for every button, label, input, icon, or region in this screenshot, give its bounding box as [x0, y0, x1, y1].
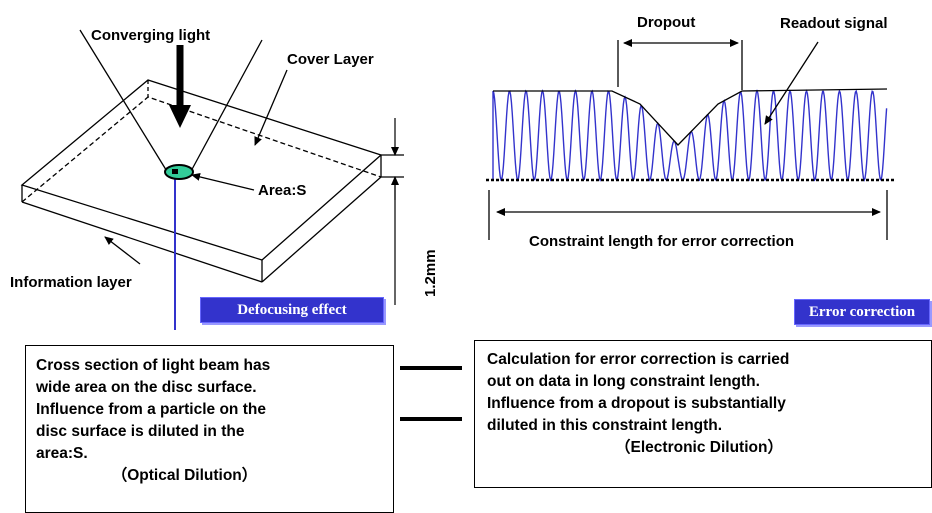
- disc-slab: [20, 79, 383, 283]
- error-correction-badge: Error correction: [794, 299, 930, 325]
- information-layer-label: Information layer: [10, 274, 132, 291]
- electronic-dilution-box: Calculation for error correction is carr…: [474, 340, 932, 488]
- readout-signal-pointer: [764, 41, 819, 125]
- electronic-dilution-line: Calculation for error correction is carr…: [487, 351, 790, 368]
- optical-dilution-line: Influence from a particle on the: [36, 401, 266, 418]
- electronic-dilution-line: Influence from a dropout is substantiall…: [487, 395, 786, 412]
- optical-dilution-line: wide area on the disc surface.: [36, 379, 257, 396]
- info-layer-pointer: [104, 236, 141, 265]
- optical-dilution-line: disc surface is diluted in the: [36, 423, 245, 440]
- optical-dilution-footer: （Optical Dilution）: [111, 467, 258, 484]
- constraint-length-label: Constraint length for error correction: [529, 233, 794, 250]
- constraint-length-markers: [488, 190, 888, 240]
- disc-top-face: [20, 79, 383, 261]
- electronic-dilution-footer: （Electronic Dilution）: [615, 439, 783, 456]
- area-label: Area:S: [258, 182, 306, 199]
- thickness-markers: [381, 118, 404, 305]
- information-layer-dashed: [21, 96, 382, 203]
- cover-layer-label: Cover Layer: [287, 51, 374, 68]
- light-arrowhead: [169, 105, 191, 128]
- optical-dilution-line: Cross section of light beam has: [36, 357, 271, 374]
- readout-signal-trace: [492, 89, 888, 182]
- converging-light-label: Converging light: [91, 27, 210, 44]
- thickness-label: 1.2mm: [422, 249, 439, 297]
- electronic-dilution-line: diluted in this constraint length.: [487, 417, 723, 434]
- cover-layer-pointer: [254, 69, 288, 146]
- optical-dilution-box: Cross section of light beam has wide are…: [25, 345, 394, 513]
- converging-light-cone: [79, 29, 263, 174]
- signal-envelope: [493, 88, 888, 146]
- particle-dot: [172, 169, 178, 174]
- optical-dilution-line: area:S.: [36, 445, 88, 462]
- area-spot: [164, 164, 194, 180]
- readout-signal-waveform: [492, 89, 888, 182]
- readout-signal-label: Readout signal: [780, 15, 888, 32]
- dropout-markers: [617, 39, 743, 90]
- defocusing-effect-badge: Defocusing effect: [200, 297, 384, 323]
- dropout-label: Dropout: [637, 14, 695, 31]
- electronic-dilution-line: out on data in long constraint length.: [487, 373, 760, 390]
- area-pointer: [191, 172, 255, 191]
